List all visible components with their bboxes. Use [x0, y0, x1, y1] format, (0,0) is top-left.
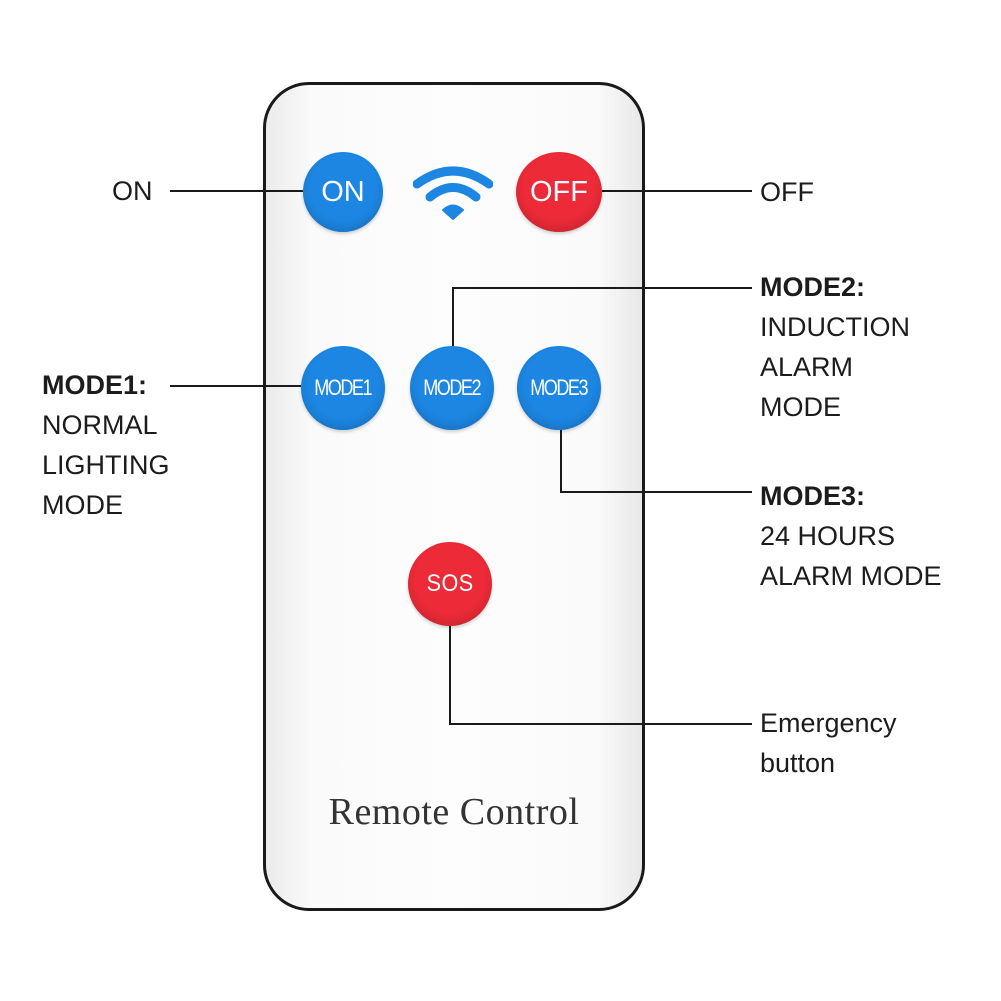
mode2-leader-vertical — [452, 288, 454, 346]
mode2-callout: MODE2: INDUCTION ALARM MODE — [760, 267, 910, 427]
off-leader-line — [602, 190, 752, 192]
sos-leader-horizontal — [449, 723, 752, 725]
mode2-callout-line: MODE — [760, 392, 841, 422]
on-callout-text: ON — [112, 176, 153, 206]
off-callout: OFF — [760, 172, 814, 212]
sos-callout: Emergency button — [760, 703, 897, 783]
wifi-signal-icon — [413, 166, 493, 220]
mode2-callout-title: MODE2: — [760, 272, 866, 302]
mode3-button[interactable]: MODE3 — [517, 346, 601, 430]
off-button[interactable]: OFF — [516, 152, 602, 232]
sos-callout-line: Emergency — [760, 708, 897, 738]
on-button[interactable]: ON — [303, 152, 383, 232]
mode1-button-label: MODE1 — [314, 375, 373, 400]
mode3-leader-horizontal — [560, 491, 752, 493]
on-button-label: ON — [321, 175, 365, 208]
mode1-button[interactable]: MODE1 — [301, 346, 385, 430]
mode1-callout-title: MODE1: — [42, 370, 148, 400]
sos-button-label: SOS — [426, 570, 474, 597]
off-callout-text: OFF — [760, 177, 814, 207]
on-leader-line — [170, 190, 303, 192]
mode3-callout-line: ALARM MODE — [760, 561, 942, 591]
mode3-callout: MODE3: 24 HOURS ALARM MODE — [760, 476, 942, 596]
mode2-callout-line: ALARM — [760, 352, 854, 382]
mode2-leader-horizontal — [452, 287, 752, 289]
remote-label: Remote Control — [328, 791, 580, 833]
sos-leader-vertical — [449, 626, 451, 725]
mode2-button-label: MODE2 — [423, 375, 482, 400]
mode2-button[interactable]: MODE2 — [410, 346, 494, 430]
mode1-callout: MODE1: NORMAL LIGHTING MODE — [42, 365, 170, 525]
mode1-leader-line — [170, 385, 301, 387]
mode1-callout-line: NORMAL — [42, 410, 158, 440]
on-callout: ON — [112, 171, 153, 211]
mode1-callout-line: LIGHTING — [42, 450, 170, 480]
sos-button[interactable]: SOS — [408, 542, 492, 626]
off-button-label: OFF — [530, 175, 588, 208]
mode3-callout-line: 24 HOURS — [760, 521, 896, 551]
mode3-button-label: MODE3 — [530, 375, 589, 400]
mode2-callout-line: INDUCTION — [760, 312, 910, 342]
mode3-leader-vertical — [560, 430, 562, 493]
sos-callout-line: button — [760, 748, 836, 778]
mode1-callout-line: MODE — [42, 490, 123, 520]
mode3-callout-title: MODE3: — [760, 481, 866, 511]
